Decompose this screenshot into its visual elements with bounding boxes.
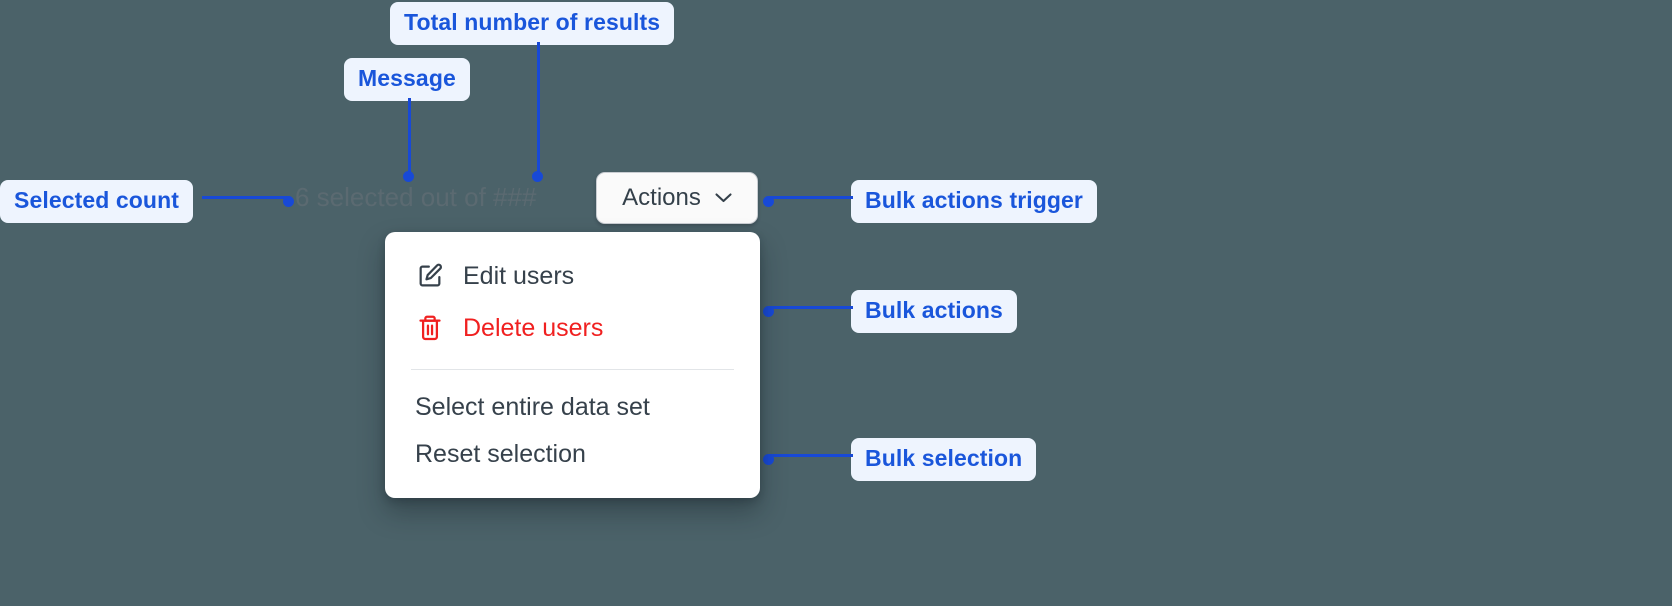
bulk-actions-menu: Edit users Delete users Select entire da… — [385, 232, 760, 498]
menu-item-label: Edit users — [463, 261, 575, 290]
connector-dot-bulk-selection — [763, 454, 774, 465]
connector-dot-bulk-actions — [763, 306, 774, 317]
connector-dot-selected-count — [283, 196, 294, 207]
connector-message — [408, 98, 411, 176]
connector-bulk-actions-trigger — [768, 196, 853, 199]
menu-item-label: Delete users — [463, 313, 604, 342]
connector-dot-bulk-actions-trigger — [763, 196, 774, 207]
connector-total-results — [537, 42, 540, 176]
selection-count-message: 6 selected out of ### — [295, 182, 537, 212]
menu-item-label: Select entire data set — [415, 393, 650, 421]
menu-item-edit-users[interactable]: Edit users — [385, 250, 760, 302]
menu-divider — [411, 369, 734, 370]
connector-dot-message — [403, 171, 414, 182]
menu-item-label: Reset selection — [415, 440, 586, 468]
trash-icon — [415, 313, 445, 343]
connector-selected-count — [202, 196, 290, 199]
chevron-down-icon — [715, 193, 732, 203]
callout-selected-count: Selected count — [0, 180, 193, 223]
callout-total-number-of-results: Total number of results — [390, 2, 675, 45]
connector-bulk-selection — [768, 454, 853, 457]
edit-square-pencil-icon — [415, 261, 445, 291]
connector-bulk-actions — [768, 306, 853, 309]
menu-item-select-entire-data-set[interactable]: Select entire data set — [385, 384, 760, 431]
callout-bulk-actions: Bulk actions — [851, 290, 1017, 333]
bulk-actions-trigger-button[interactable]: Actions — [596, 172, 758, 224]
callout-bulk-actions-trigger: Bulk actions trigger — [851, 180, 1097, 223]
menu-item-delete-users[interactable]: Delete users — [385, 302, 760, 354]
callout-bulk-selection: Bulk selection — [851, 438, 1037, 481]
connector-dot-total-results — [532, 171, 543, 182]
bulk-actions-trigger-label: Actions — [622, 184, 701, 211]
menu-item-reset-selection[interactable]: Reset selection — [385, 431, 760, 478]
callout-message: Message — [344, 58, 470, 101]
